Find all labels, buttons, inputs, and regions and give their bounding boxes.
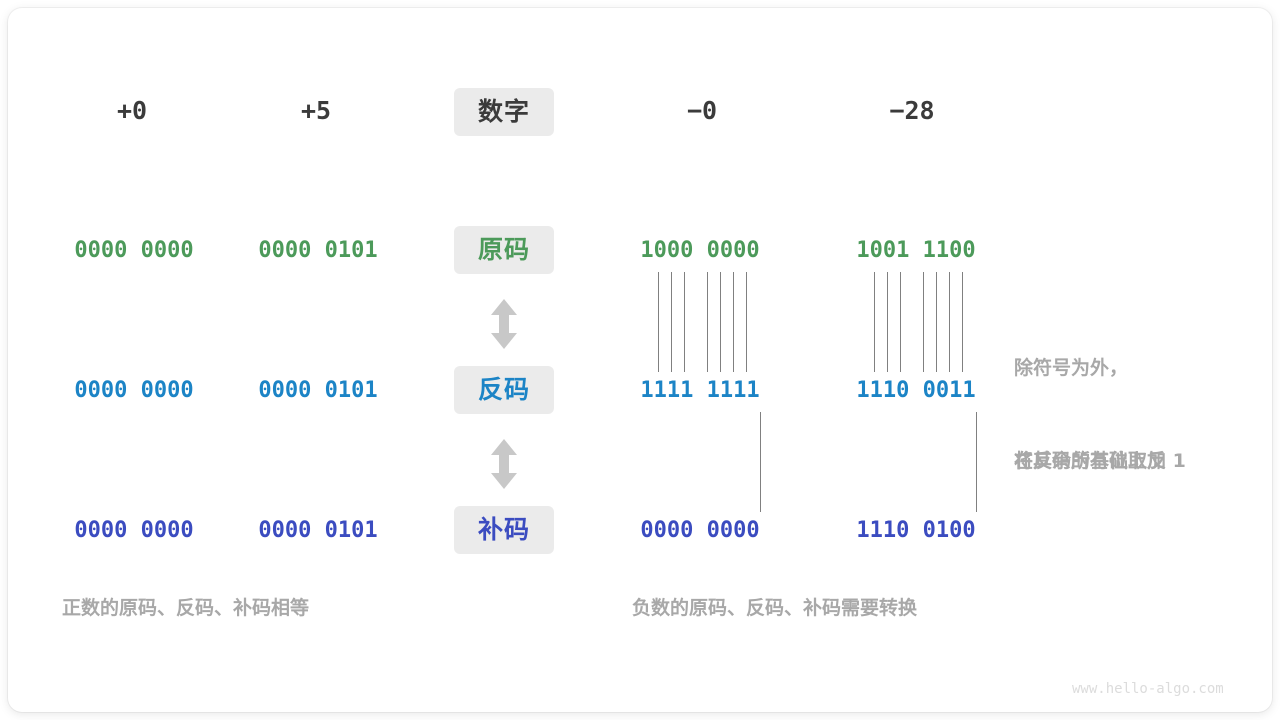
double-arrow-icon-invert bbox=[486, 298, 522, 355]
row-label-twos-complement: 补码 bbox=[454, 506, 554, 554]
connector-tick bbox=[900, 272, 901, 372]
column-header-plus-zero: +0 bbox=[116, 96, 148, 125]
double-arrow-icon-add-one bbox=[486, 438, 522, 495]
connector-tick bbox=[936, 272, 937, 372]
cell-twos-complement-plus-five: 0000 0101 bbox=[258, 518, 378, 543]
connector-tick bbox=[733, 272, 734, 372]
cell-sign-magnitude-minus-zero: 1000 0000 bbox=[640, 238, 760, 263]
caption-positive: 正数的原码、反码、补码相等 bbox=[62, 597, 310, 619]
connector-tick bbox=[976, 412, 977, 512]
note-invert-line-1: 除符号为外， bbox=[1014, 357, 1129, 379]
cell-ones-complement-minus-twentyeight: 1110 0011 bbox=[856, 378, 976, 403]
connector-tick bbox=[962, 272, 963, 372]
row-label-number: 数字 bbox=[454, 88, 554, 136]
watermark-url: www.hello-algo.com bbox=[1072, 681, 1224, 697]
connector-tick bbox=[658, 272, 659, 372]
cell-sign-magnitude-plus-zero: 0000 0000 bbox=[74, 238, 194, 263]
connector-tick bbox=[760, 412, 761, 512]
column-header-minus-zero: −0 bbox=[686, 96, 718, 125]
connector-tick bbox=[746, 272, 747, 372]
connector-tick bbox=[671, 272, 672, 372]
cell-ones-complement-plus-zero: 0000 0000 bbox=[74, 378, 194, 403]
column-header-minus-twentyeight: −28 bbox=[889, 96, 935, 125]
cell-sign-magnitude-minus-twentyeight: 1001 1100 bbox=[856, 238, 976, 263]
cell-twos-complement-minus-zero: 0000 0000 bbox=[640, 518, 760, 543]
connector-tick bbox=[684, 272, 685, 372]
column-header-plus-five: +5 bbox=[300, 96, 332, 125]
cell-twos-complement-plus-zero: 0000 0000 bbox=[74, 518, 194, 543]
note-invert-bits: 除符号为外， 将其余所有位取反 bbox=[1014, 291, 1166, 539]
cell-ones-complement-minus-zero: 1111 1111 bbox=[640, 378, 760, 403]
figure-card: +0 +5 数字 −0 −28 0000 0000 0000 0101 原码 1… bbox=[8, 8, 1272, 712]
note-invert-line-2: 将其余所有位取反 bbox=[1014, 450, 1167, 472]
connector-tick bbox=[923, 272, 924, 372]
cell-twos-complement-minus-twentyeight: 1110 0100 bbox=[856, 518, 976, 543]
connector-tick bbox=[874, 272, 875, 372]
cell-sign-magnitude-plus-five: 0000 0101 bbox=[258, 238, 378, 263]
connector-tick bbox=[707, 272, 708, 372]
cell-ones-complement-plus-five: 0000 0101 bbox=[258, 378, 378, 403]
connector-tick bbox=[887, 272, 888, 372]
connector-tick bbox=[949, 272, 950, 372]
note-add-one: 在反码的基础上加 1 bbox=[1014, 450, 1186, 472]
caption-negative: 负数的原码、反码、补码需要转换 bbox=[632, 597, 918, 619]
row-label-ones-complement: 反码 bbox=[454, 366, 554, 414]
connector-tick bbox=[720, 272, 721, 372]
row-label-sign-magnitude: 原码 bbox=[454, 226, 554, 274]
